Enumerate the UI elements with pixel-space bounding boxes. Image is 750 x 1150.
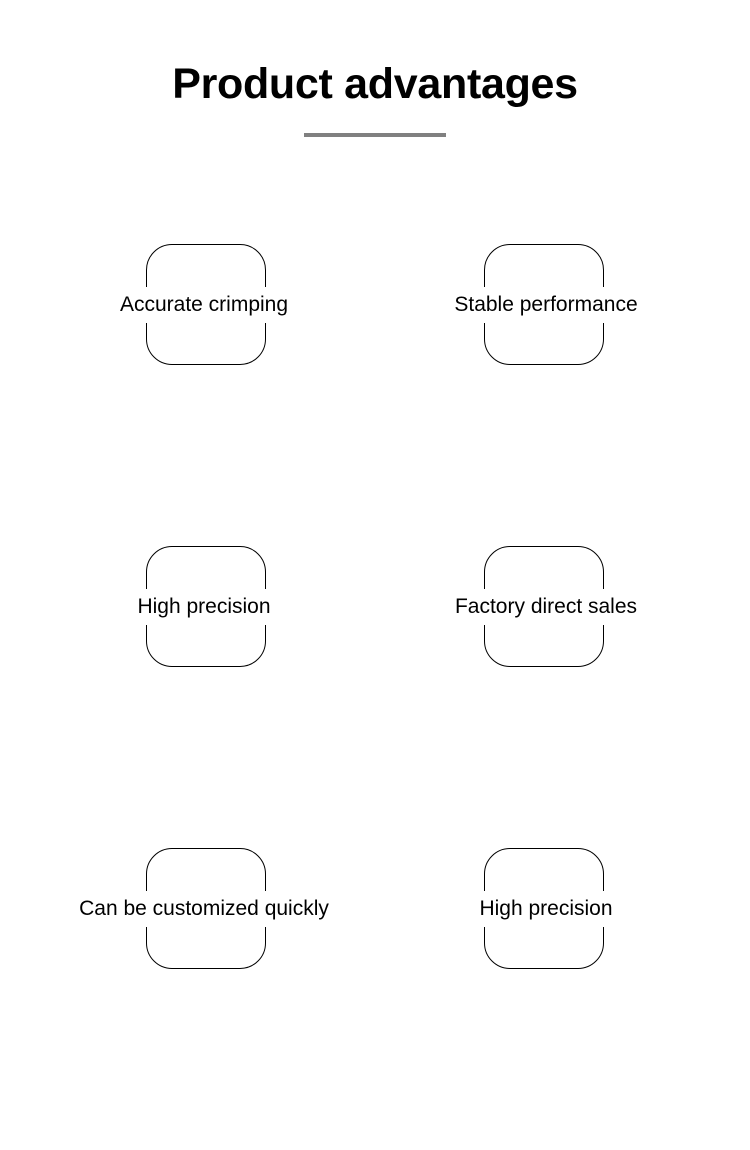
page-title: Product advantages <box>172 60 578 108</box>
advantage-card-high-precision[interactable]: High precision <box>0 546 375 668</box>
advantage-card-factory-direct-sales[interactable]: Factory direct sales <box>375 546 750 668</box>
advantage-row: Accurate crimping Stable performance <box>0 244 750 546</box>
advantage-card-high-precision-2[interactable]: High precision <box>375 848 750 970</box>
advantage-label: Stable performance <box>448 287 644 323</box>
advantage-label: Can be customized quickly <box>73 891 335 927</box>
page-header: Product advantages <box>0 0 750 138</box>
advantage-label: Factory direct sales <box>448 589 644 625</box>
title-divider <box>304 133 446 138</box>
advantage-label: High precision <box>131 589 277 625</box>
advantage-label: High precision <box>473 891 619 927</box>
advantages-grid: Accurate crimping Stable performance Hig… <box>0 244 750 1150</box>
advantage-card-stable-performance[interactable]: Stable performance <box>375 244 750 366</box>
advantage-card-can-be-customized-quickly[interactable]: Can be customized quickly <box>0 848 375 970</box>
advantage-row: Can be customized quickly High precision <box>0 848 750 1150</box>
advantage-card-accurate-crimping[interactable]: Accurate crimping <box>0 244 375 366</box>
advantage-row: High precision Factory direct sales <box>0 546 750 848</box>
advantage-label: Accurate crimping <box>113 287 295 323</box>
